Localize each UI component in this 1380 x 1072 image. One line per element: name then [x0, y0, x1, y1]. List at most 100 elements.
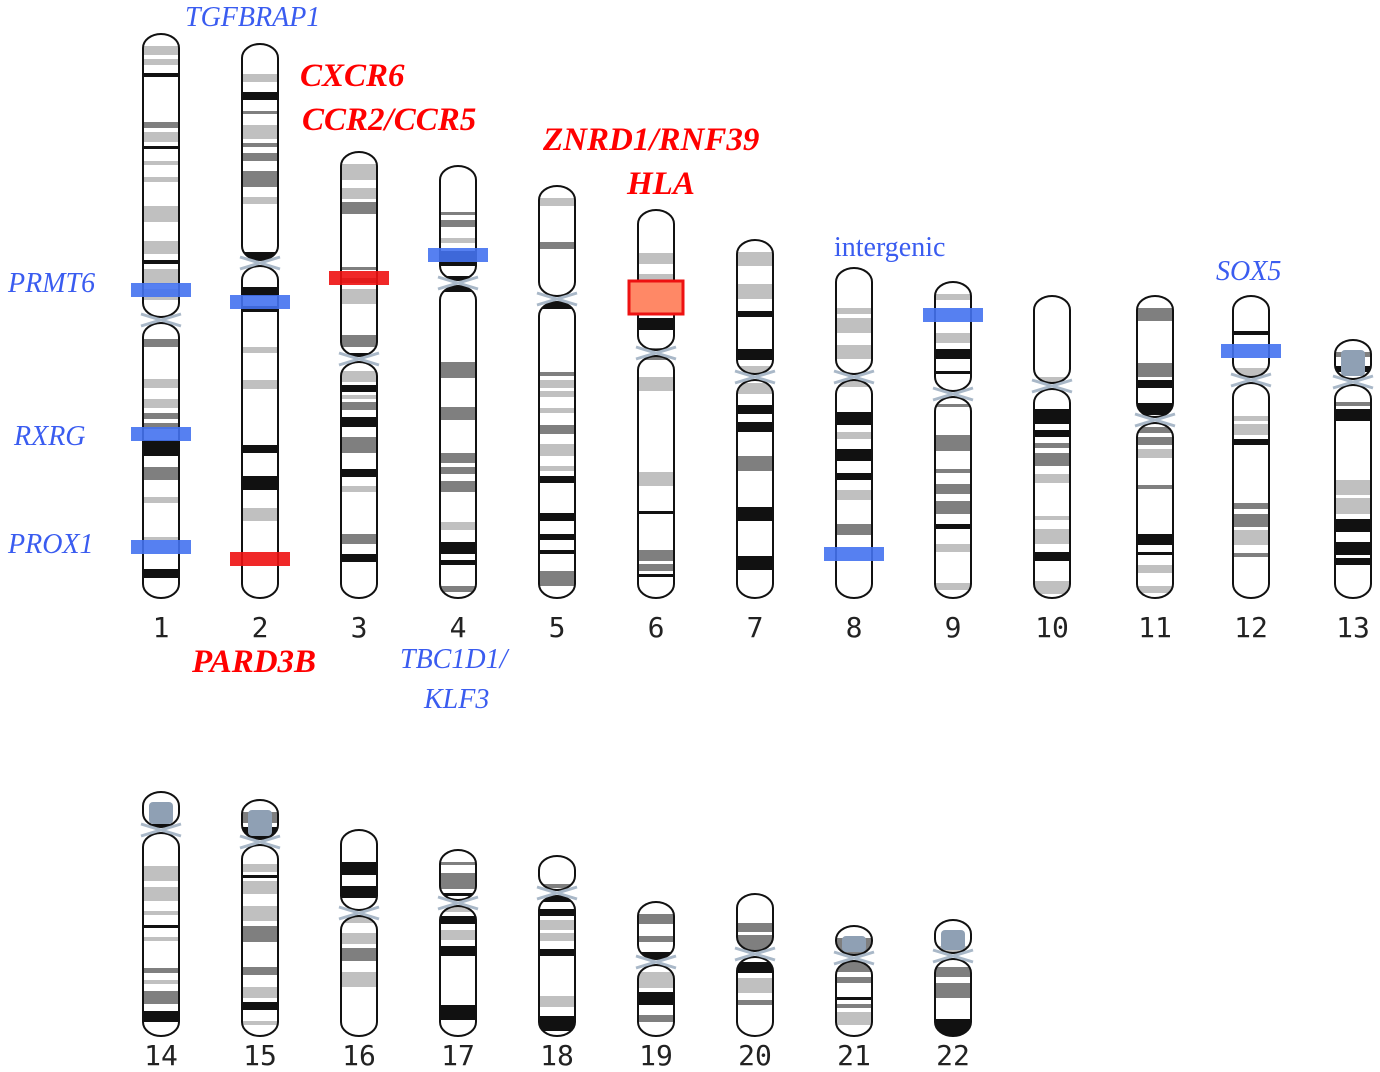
chromosome-21-q-arm — [835, 960, 873, 1037]
centromere-16 — [338, 905, 380, 921]
chromosome-22 — [932, 919, 974, 1037]
gene-label-intergenic: intergenic — [834, 232, 946, 263]
chromosome-10-p-arm — [1033, 295, 1071, 384]
chromosome-7 — [734, 239, 776, 599]
chromosome-14-q-arm — [142, 832, 180, 1037]
prmt6-locus — [131, 283, 191, 297]
chromosome-number-2: 2 — [252, 611, 269, 644]
chromosome-1-p-arm — [142, 33, 180, 318]
chromosome-number-9: 9 — [945, 611, 962, 644]
gene-label-rxrg: RXRG — [14, 421, 86, 452]
chromosome-number-18: 18 — [540, 1039, 574, 1072]
chromosome-20 — [734, 893, 776, 1037]
chromosome-5-bands — [539, 186, 575, 598]
chromosome-11-q-arm — [1136, 422, 1174, 599]
chromosome-21-bands — [836, 926, 872, 1036]
chromosome-11-bands — [1137, 296, 1173, 598]
centromere-21 — [833, 950, 875, 966]
chromosome-4 — [437, 165, 479, 599]
chromosome-4-q-arm — [439, 285, 477, 599]
chromosome-number-21: 21 — [837, 1039, 871, 1072]
chromosome-18 — [536, 855, 578, 1037]
chromosome-18-p-arm — [538, 855, 576, 891]
hla-znrd1-locus — [627, 279, 685, 316]
gene-label-sox5: SOX5 — [1216, 256, 1282, 287]
chromosome-15-p-arm — [241, 799, 279, 840]
sox5-locus — [1221, 344, 1281, 358]
chromosome-number-17: 17 — [441, 1039, 475, 1072]
chromosome-number-6: 6 — [648, 611, 665, 644]
chromosome-11 — [1134, 295, 1176, 599]
centromere-8 — [833, 369, 875, 385]
chromosome-14-bands — [143, 792, 179, 1036]
chromosome-16-q-arm — [340, 915, 378, 1037]
chromosome-3-q-arm — [340, 361, 378, 599]
chromosome-13-q-arm — [1334, 384, 1372, 599]
chromosome-8-p-arm — [835, 267, 873, 375]
chromosome-18-bands — [539, 856, 575, 1036]
chromosome-20-bands — [737, 894, 773, 1036]
gene-label-znrd1-rnf39: ZNRD1/RNF39 — [543, 122, 760, 158]
chromosome-2-q-arm — [241, 265, 279, 599]
chromosome-7-bands — [737, 240, 773, 598]
chromosome-6-q-arm — [637, 355, 675, 599]
intergenic-locus — [824, 547, 884, 561]
chromosome-6-bands — [638, 210, 674, 598]
chromosome-12-q-arm — [1232, 382, 1270, 599]
chromosome-1-q-arm — [142, 322, 180, 599]
chromosome-5-q-arm — [538, 301, 576, 599]
chromosome-19 — [635, 901, 677, 1037]
chromosome-15-q-arm — [241, 844, 279, 1037]
chromosome-number-7: 7 — [747, 611, 764, 644]
chromosome-12 — [1230, 295, 1272, 599]
gene-label-tbc1d1: TBC1D1/ — [400, 644, 508, 675]
tbc1d1-klf3-locus — [428, 248, 488, 262]
centromere-12 — [1230, 372, 1272, 388]
centromere-15 — [239, 834, 281, 850]
centromere-3 — [338, 351, 380, 367]
chromosome-number-4: 4 — [450, 611, 467, 644]
centromere-4 — [437, 275, 479, 291]
chromosome-number-14: 14 — [144, 1039, 178, 1072]
chromosome-7-q-arm — [736, 379, 774, 599]
centromere-6 — [635, 345, 677, 361]
chromosome-17-p-arm — [439, 849, 477, 901]
centromere-7 — [734, 369, 776, 385]
chromosome-19-q-arm — [637, 964, 675, 1037]
chromosome-4-bands — [440, 166, 476, 598]
chromosome-number-15: 15 — [243, 1039, 277, 1072]
chromosome-number-11: 11 — [1138, 611, 1172, 644]
chromosome-number-12: 12 — [1234, 611, 1268, 644]
centromere-20 — [734, 946, 776, 962]
gene-label-pard3b: PARD3B — [192, 644, 317, 680]
centromere-17 — [437, 895, 479, 911]
chromosome-2 — [239, 43, 281, 599]
chromosome-17-bands — [440, 850, 476, 1036]
chromosome-12-p-arm — [1232, 295, 1270, 378]
chromosome-17 — [437, 849, 479, 1037]
chromosome-1 — [140, 33, 182, 599]
centromere-5 — [536, 291, 578, 307]
centromere-9 — [932, 386, 974, 402]
chromosome-5 — [536, 185, 578, 599]
chromosome-number-13: 13 — [1336, 611, 1370, 644]
chromosome-21 — [833, 925, 875, 1037]
pard3b-locus — [230, 552, 290, 566]
sox5-region-locus — [923, 308, 983, 322]
chromosome-22-q-arm — [934, 958, 972, 1037]
centromere-18 — [536, 885, 578, 901]
chromosome-10 — [1031, 295, 1073, 599]
chromosome-6 — [635, 209, 677, 599]
centromere-14 — [140, 822, 182, 838]
gene-label-ccr2-ccr5: CCR2/CCR5 — [302, 102, 477, 138]
chromosome-number-1: 1 — [153, 611, 170, 644]
chromosome-13-p-arm — [1334, 339, 1372, 380]
chromosome-18-q-arm — [538, 895, 576, 1037]
chromosome-number-19: 19 — [639, 1039, 673, 1072]
chromosome-22-p-arm — [934, 919, 972, 954]
chromosome-16 — [338, 829, 380, 1037]
chromosome-11-p-arm — [1136, 295, 1174, 418]
chromosome-3-bands — [341, 152, 377, 598]
chromosome-number-22: 22 — [936, 1039, 970, 1072]
